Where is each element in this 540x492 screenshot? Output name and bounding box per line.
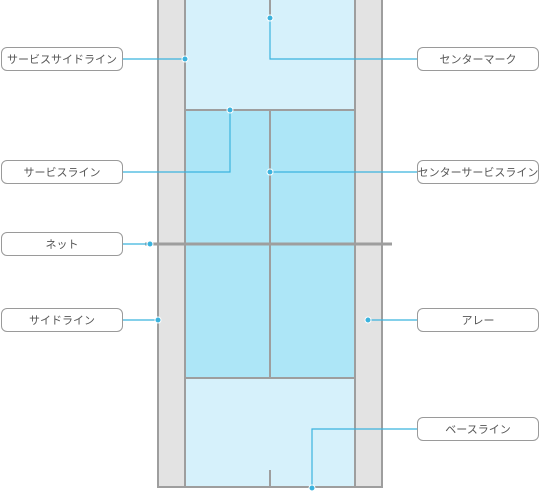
dot-center-mark (266, 14, 274, 22)
label-service-side-line: サービスサイドライン (1, 47, 123, 71)
label-center-mark: センターマーク (417, 47, 539, 71)
label-center-service-line: センターサービスライン (417, 160, 539, 184)
dot-center-service-line (266, 168, 274, 176)
dot-alley (364, 316, 372, 324)
dot-service-side-line (181, 55, 189, 63)
dot-baseline (308, 484, 316, 492)
label-baseline: ベースライン (417, 417, 539, 441)
dot-side-line (154, 316, 162, 324)
label-service-line: サービスライン (1, 160, 123, 184)
dot-service-line (226, 106, 234, 114)
leader-service-line (123, 110, 231, 173)
label-net: ネット (1, 232, 123, 256)
label-alley: アレー (417, 308, 539, 332)
leader-baseline (311, 428, 417, 488)
label-side-line: サイドライン (1, 308, 123, 332)
leader-center-mark (269, 18, 417, 60)
dot-net (146, 240, 154, 248)
